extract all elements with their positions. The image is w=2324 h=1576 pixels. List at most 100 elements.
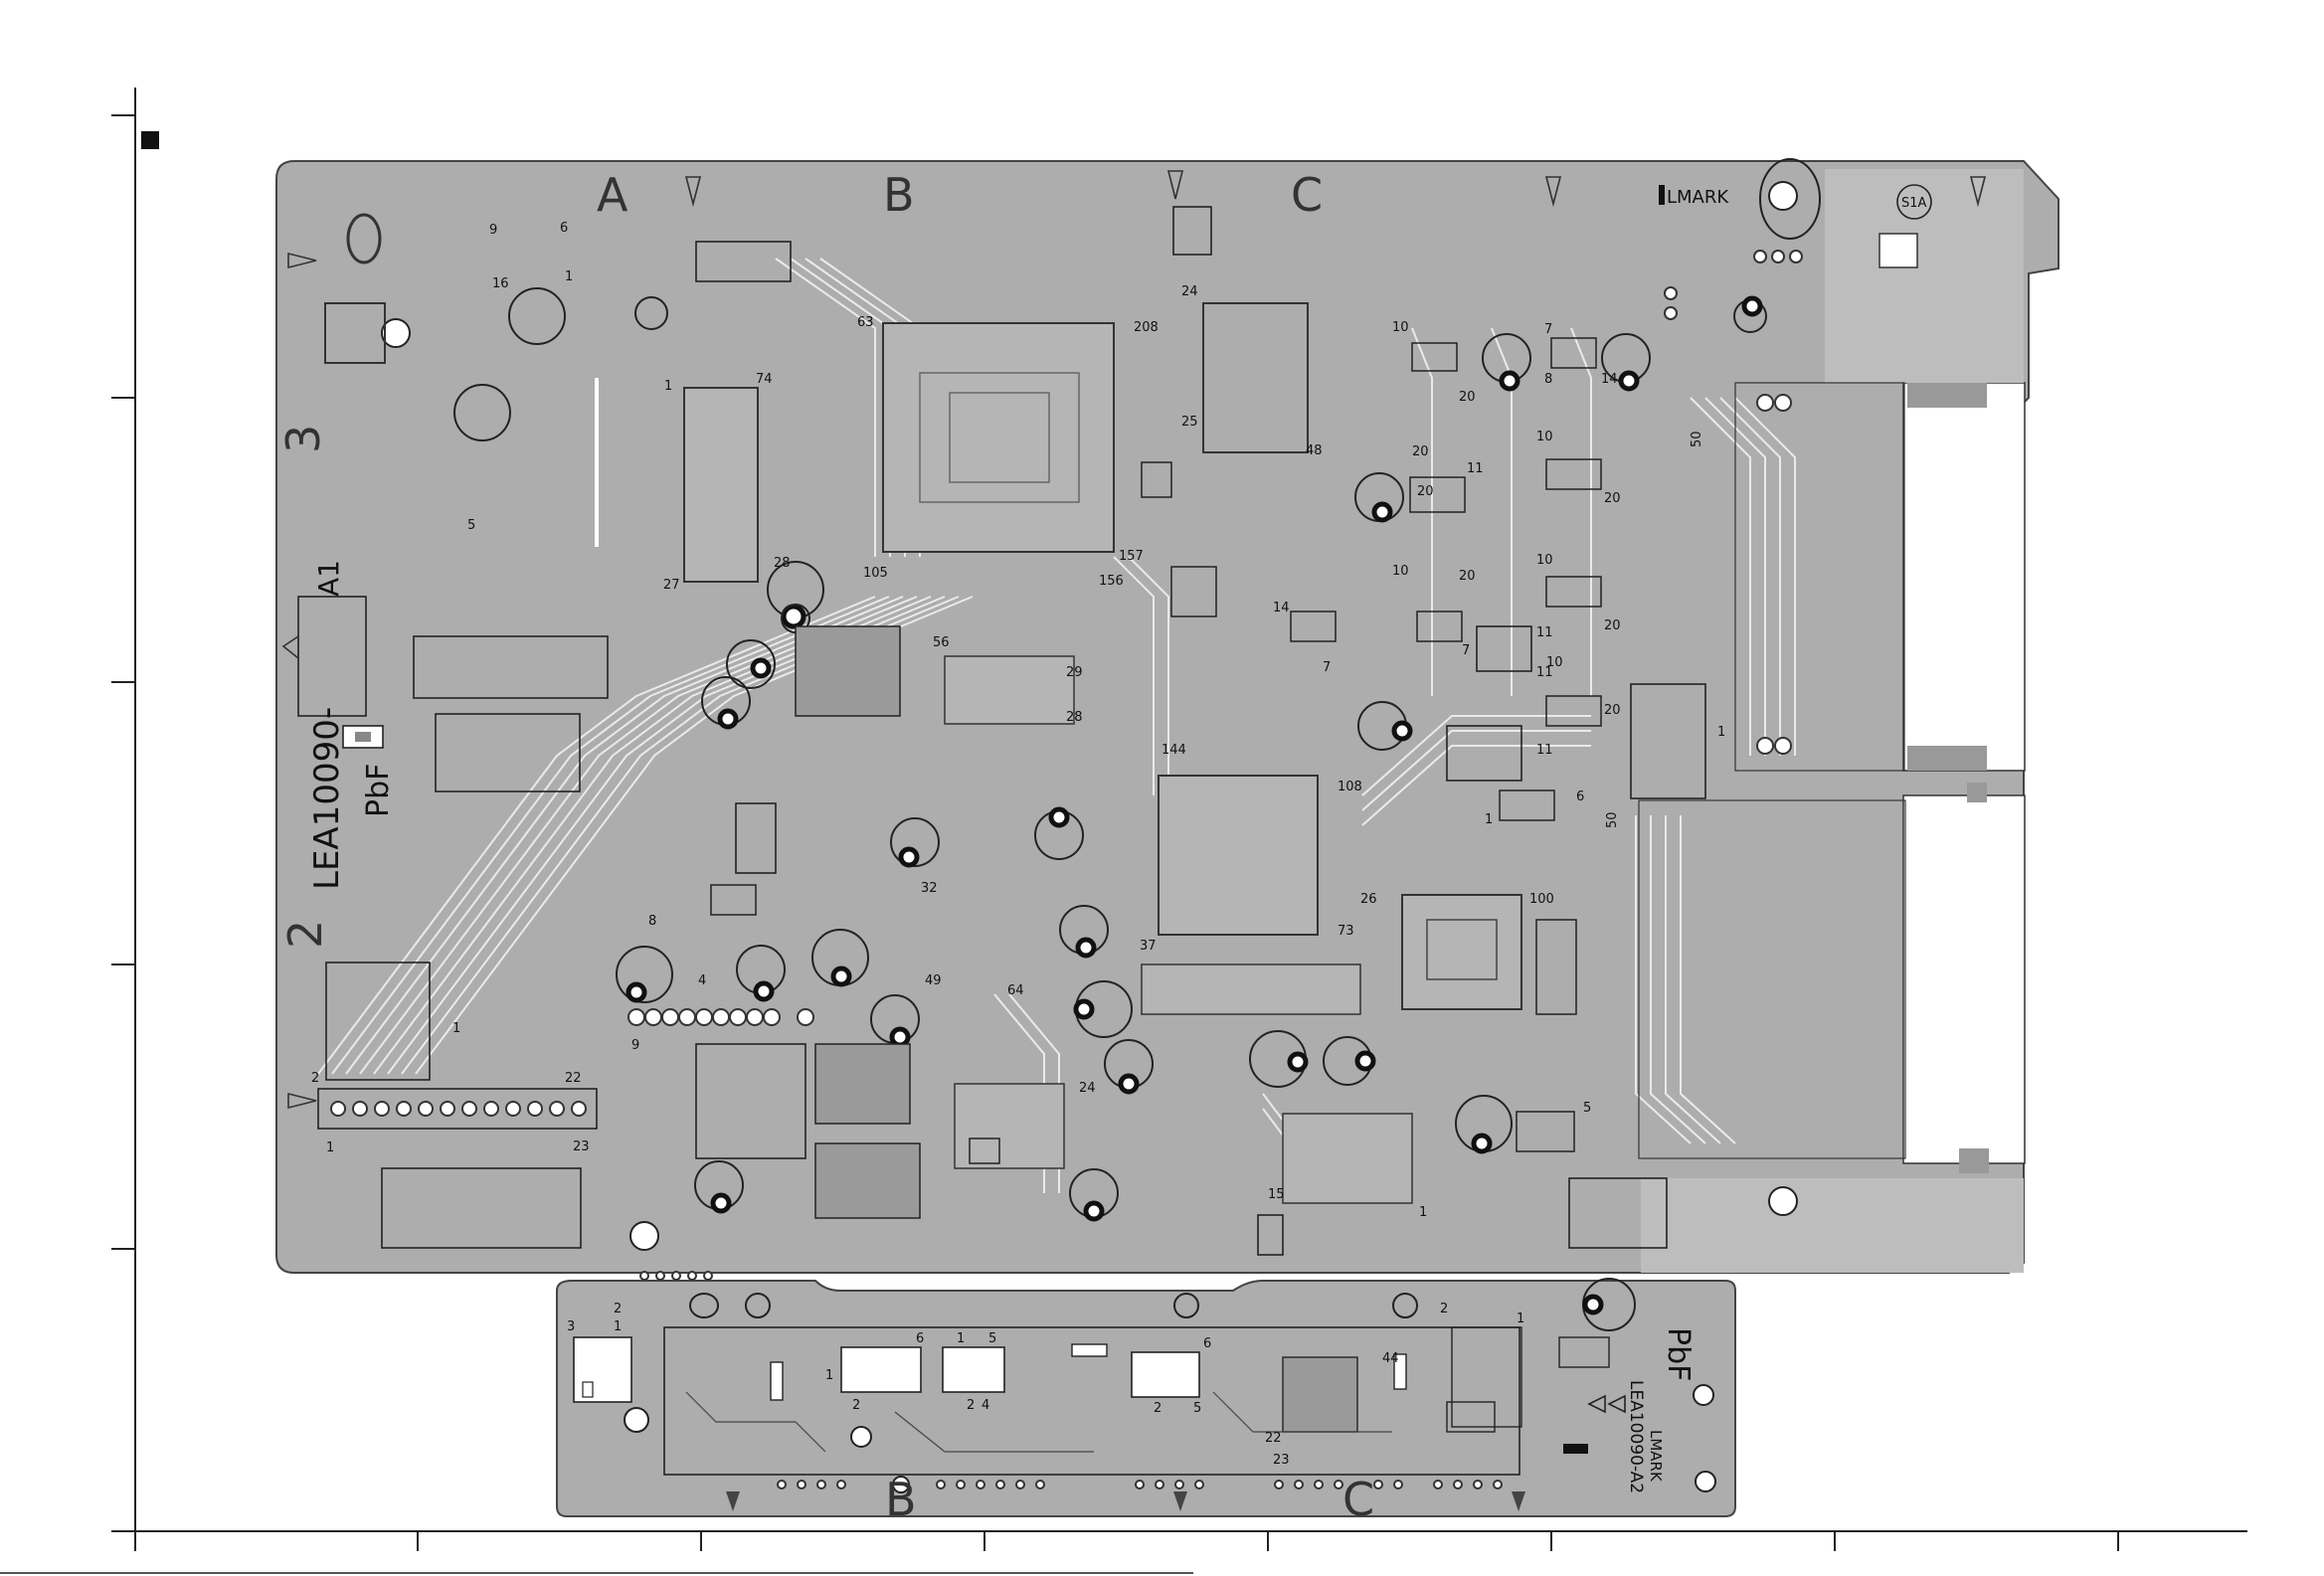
svg-text:20: 20: [1604, 491, 1621, 506]
svg-text:26: 26: [1360, 892, 1377, 907]
svg-text:49: 49: [925, 973, 942, 988]
svg-text:24: 24: [1079, 1081, 1096, 1096]
lmark-main: LMARK: [1667, 187, 1729, 208]
ic-74pin: [684, 388, 758, 582]
svg-text:24: 24: [1181, 284, 1198, 299]
svg-text:10: 10: [1536, 430, 1553, 444]
svg-text:10: 10: [1536, 553, 1553, 568]
connector-cutout-bottom: [1903, 795, 2025, 1163]
svg-text:20: 20: [1604, 618, 1621, 633]
svg-text:2: 2: [614, 1302, 622, 1316]
grid-row-3: 3: [276, 425, 330, 453]
svg-text:7: 7: [1544, 322, 1552, 337]
switch-a: [841, 1347, 921, 1392]
s1a-mark: S1A: [1901, 196, 1927, 211]
pbf-label-main: PbF: [361, 764, 396, 817]
svg-text:7: 7: [1462, 643, 1470, 658]
svg-text:20: 20: [1459, 569, 1476, 584]
svg-text:25: 25: [1181, 415, 1198, 430]
svg-text:1: 1: [1485, 812, 1493, 827]
svg-text:1: 1: [565, 269, 573, 284]
svg-text:29: 29: [1066, 665, 1083, 680]
svg-text:10: 10: [1546, 655, 1563, 670]
svg-text:22: 22: [1265, 1431, 1282, 1446]
svg-text:1: 1: [1419, 1205, 1427, 1220]
svg-text:11: 11: [1536, 743, 1553, 758]
svg-text:6: 6: [560, 221, 568, 236]
svg-text:14: 14: [1273, 601, 1290, 615]
svg-text:157: 157: [1119, 549, 1144, 564]
board-code-sub: LEA10090-A2: [1626, 1380, 1646, 1493]
svg-text:16: 16: [492, 276, 509, 291]
svg-text:63: 63: [857, 315, 874, 330]
svg-text:44: 44: [1382, 1351, 1399, 1366]
svg-text:6: 6: [916, 1331, 924, 1346]
switch-b: [943, 1347, 1004, 1392]
svg-text:32: 32: [921, 881, 938, 896]
sub-board: B C PbF LEA10090-A2 LMARK 3 2 1 5 6 1 2 …: [557, 1272, 1735, 1526]
svg-text:1: 1: [957, 1331, 965, 1346]
lmark-sub: LMARK: [1647, 1430, 1665, 1483]
svg-text:156: 156: [1099, 574, 1124, 589]
svg-text:1: 1: [1517, 1312, 1524, 1326]
svg-text:20: 20: [1412, 444, 1429, 459]
svg-text:1: 1: [664, 379, 672, 394]
mounting-hole: [382, 319, 410, 347]
grid-row-2: 2: [278, 920, 332, 949]
board-code-main-sub: A1: [312, 560, 345, 597]
svg-text:28: 28: [1066, 710, 1083, 725]
svg-text:6: 6: [1576, 789, 1584, 804]
svg-text:5: 5: [1583, 1101, 1591, 1116]
connector-cutout-top: [1903, 383, 2025, 771]
switch-c: [1132, 1352, 1199, 1397]
pbf-label-sub: PbF: [1661, 1327, 1696, 1381]
svg-text:20: 20: [1417, 484, 1434, 499]
svg-text:144: 144: [1162, 743, 1186, 758]
svg-text:4: 4: [698, 973, 706, 988]
svg-text:2: 2: [1440, 1302, 1448, 1316]
svg-text:20: 20: [1459, 390, 1476, 405]
svg-text:20: 20: [1604, 703, 1621, 718]
svg-text:2: 2: [852, 1398, 860, 1413]
svg-text:105: 105: [863, 566, 888, 581]
svg-text:1: 1: [1717, 725, 1725, 740]
svg-text:100: 100: [1529, 892, 1554, 907]
svg-text:2: 2: [311, 1071, 319, 1086]
sub-grid-col-c: C: [1342, 1473, 1374, 1526]
svg-text:208: 208: [1134, 320, 1159, 335]
svg-text:23: 23: [1273, 1453, 1290, 1468]
ic-144pin: [1159, 776, 1318, 935]
board-code-main: LEA10090-: [307, 707, 347, 890]
svg-text:5: 5: [1193, 1401, 1201, 1416]
svg-text:15: 15: [1268, 1187, 1285, 1202]
svg-text:11: 11: [1536, 625, 1553, 640]
svg-text:64: 64: [1007, 983, 1024, 998]
svg-text:74: 74: [756, 372, 773, 387]
grid-col-a: A: [597, 168, 628, 222]
svg-text:1: 1: [452, 1021, 460, 1036]
svg-text:1: 1: [614, 1319, 622, 1334]
svg-text:1: 1: [326, 1140, 334, 1155]
svg-text:22: 22: [565, 1071, 582, 1086]
svg-text:7: 7: [1323, 660, 1331, 675]
svg-text:37: 37: [1140, 939, 1157, 954]
svg-text:8: 8: [1544, 372, 1552, 387]
mounting-hole: [1769, 1187, 1797, 1215]
svg-text:73: 73: [1338, 924, 1354, 939]
grid-col-b: B: [883, 168, 915, 222]
svg-text:28: 28: [774, 556, 791, 571]
mounting-hole: [630, 1222, 658, 1250]
main-board: A B C 3 2 LEA10090- A1 PbF LMARK S1A 9 6…: [276, 159, 2058, 1273]
svg-text:5: 5: [988, 1331, 996, 1346]
svg-text:50: 50: [1690, 431, 1704, 447]
grid-col-c: C: [1291, 168, 1323, 222]
svg-text:56: 56: [933, 635, 950, 650]
svg-text:9: 9: [631, 1038, 639, 1053]
svg-text:48: 48: [1306, 443, 1323, 458]
svg-text:3: 3: [567, 1319, 575, 1334]
mounting-hole: [1769, 182, 1797, 210]
svg-text:14: 14: [1601, 372, 1618, 387]
svg-text:27: 27: [663, 578, 680, 593]
svg-text:1: 1: [825, 1368, 833, 1383]
